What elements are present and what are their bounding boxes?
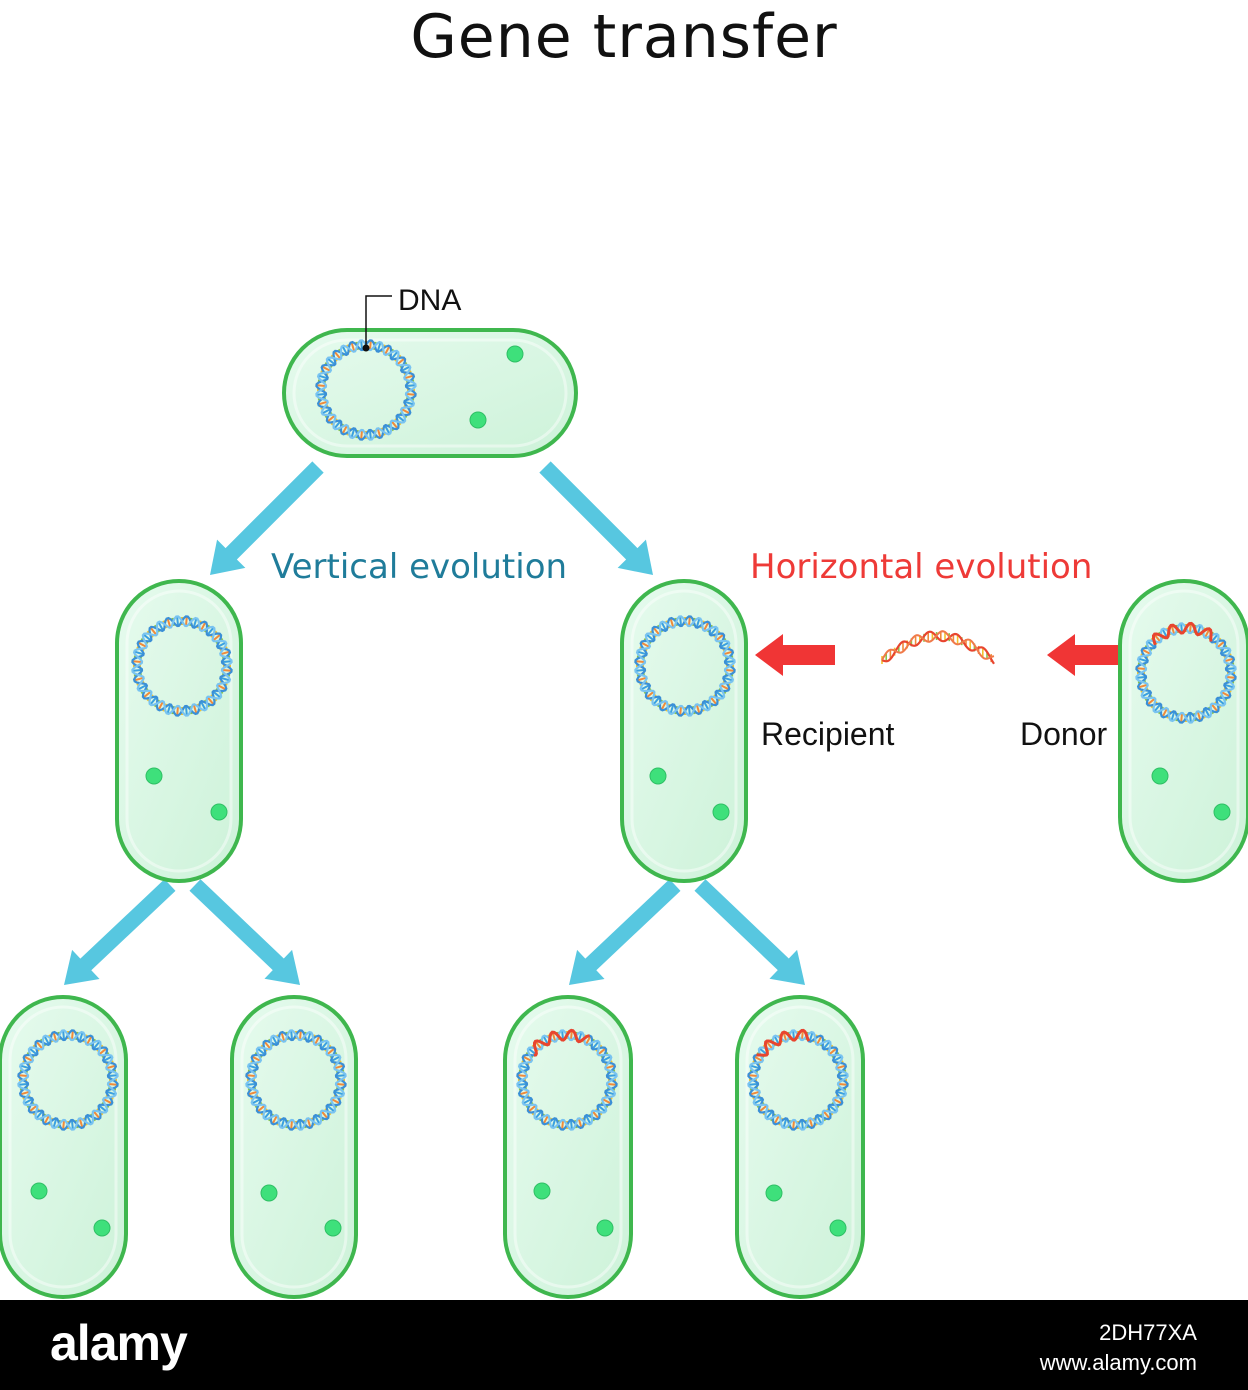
arrow-down-icon xyxy=(210,461,324,575)
dna-plasmid-icon xyxy=(1135,621,1237,724)
dna-plasmid-icon xyxy=(245,1029,347,1131)
daughter-cell-left xyxy=(115,579,243,883)
granule xyxy=(1151,767,1169,785)
arrow-down-icon xyxy=(539,461,653,575)
granule xyxy=(260,1184,278,1202)
granule xyxy=(506,345,524,363)
granule xyxy=(93,1219,111,1237)
vertical-evolution-label: Vertical evolution xyxy=(271,547,568,587)
horizontal-evolution-label: Horizontal evolution xyxy=(750,547,1093,587)
granddaughter-cell-1 xyxy=(0,995,128,1299)
arrow-down-icon xyxy=(189,879,301,985)
granule xyxy=(649,767,667,785)
diagram-artwork xyxy=(0,295,1248,1299)
diagram-title: Gene transfer xyxy=(410,2,838,72)
donor-cell xyxy=(1118,579,1248,883)
dna-pointer-line xyxy=(362,295,392,352)
arrow-down-icon xyxy=(568,879,681,986)
brand-logo: alamy xyxy=(50,1315,188,1371)
site-url: www.alamy.com xyxy=(1039,1350,1197,1375)
recipient-label: Recipient xyxy=(761,716,895,752)
donor-label: Donor xyxy=(1020,716,1108,752)
granule xyxy=(712,803,730,821)
granddaughter-cell-3 xyxy=(503,995,633,1299)
dna-plasmid-icon xyxy=(131,615,233,717)
granule xyxy=(324,1219,342,1237)
granule xyxy=(533,1182,551,1200)
arrow-down-icon xyxy=(63,879,176,986)
granule xyxy=(145,767,163,785)
dna-fragment-icon xyxy=(881,630,995,665)
granule xyxy=(1213,803,1231,821)
granule xyxy=(469,411,487,429)
dna-plasmid-icon xyxy=(17,1029,119,1131)
granule xyxy=(829,1219,847,1237)
granule xyxy=(210,803,228,821)
recipient-cell xyxy=(620,579,748,883)
granddaughter-cell-2 xyxy=(230,995,358,1299)
dna-label: DNA xyxy=(398,284,462,317)
granule xyxy=(30,1182,48,1200)
dna-plasmid-icon xyxy=(747,1028,849,1131)
granule xyxy=(765,1184,783,1202)
arrow-down-icon xyxy=(694,879,806,985)
dna-plasmid-icon xyxy=(315,339,417,441)
stock-footer: alamy 2DH77XA www.alamy.com xyxy=(0,1300,1248,1390)
dna-plasmid-icon xyxy=(516,1028,618,1131)
image-id: 2DH77XA xyxy=(1099,1320,1197,1345)
granddaughter-cell-4 xyxy=(735,995,865,1299)
arrow-left-icon xyxy=(1047,634,1120,676)
dna-plasmid-icon xyxy=(634,615,736,717)
arrow-left-icon xyxy=(755,634,835,676)
gene-transfer-diagram: Gene transfer DNA Vertical evolution Hor… xyxy=(0,0,1248,1300)
parent-cell xyxy=(282,328,578,458)
granule xyxy=(596,1219,614,1237)
